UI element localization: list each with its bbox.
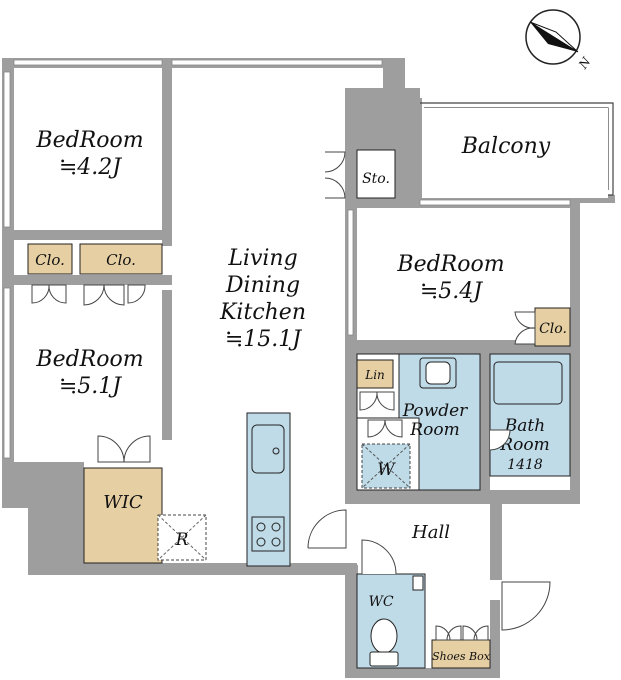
ldk-line3: Kitchen (219, 300, 306, 325)
balcony-label: Balcony (461, 134, 551, 159)
closet-c-label: Clo. (539, 321, 567, 337)
shoes-box-label: Shoes Box (432, 650, 491, 663)
bedroom-a-name: BedRoom (35, 128, 143, 153)
linen-label: Lin (364, 368, 385, 382)
walk-in-closet: WIC (83, 435, 163, 564)
balcony-area: Balcony (420, 102, 614, 198)
bedroom-c-name: BedRoom (396, 252, 504, 277)
ldk-line1: Living (227, 246, 297, 271)
bath-label-2: Room (499, 435, 549, 455)
hall-entry: Hall Shoes Box (307, 509, 551, 669)
powder-room-label-1: Powder (402, 401, 468, 421)
bath-label-1: Bath (504, 416, 545, 436)
wet-areas: Lin W Powder Room Bath Room 1418 (356, 353, 571, 491)
storage-label: Sto. (362, 171, 390, 187)
bath-label-3: 1418 (507, 457, 543, 473)
wc-room: WC (356, 539, 426, 669)
room-labels: BedRoom ≒4.2J BedRoom ≒5.1J BedRoom ≒5.4… (35, 128, 504, 399)
washer-label: W (377, 460, 396, 480)
bedroom-a-size: ≒4.2J (59, 155, 122, 180)
hall-label: Hall (411, 522, 450, 543)
closet-b-label: Clo. (106, 251, 136, 269)
ldk-line2: Dining (225, 273, 300, 298)
windows (3, 59, 571, 459)
closet-a-label: Clo. (35, 251, 65, 269)
refrigerator-space: R (157, 514, 207, 561)
bedroom-b-name: BedRoom (35, 347, 143, 372)
kitchen-counter (246, 412, 291, 567)
bedroom-b-size: ≒5.1J (59, 374, 122, 399)
compass-icon: N (525, 9, 594, 72)
compass-north-label: N (575, 54, 593, 72)
bedroom-c-size: ≒5.4J (420, 279, 483, 304)
wc-label: WC (368, 594, 393, 610)
refrigerator-label: R (175, 530, 189, 550)
powder-room-label-2: Room (409, 420, 459, 440)
ldk-size: ≒15.1J (225, 327, 302, 352)
wic-label: WIC (103, 492, 143, 513)
closets: Clo. Clo. Clo. (27, 243, 571, 347)
storage-room: Sto. (324, 149, 396, 199)
